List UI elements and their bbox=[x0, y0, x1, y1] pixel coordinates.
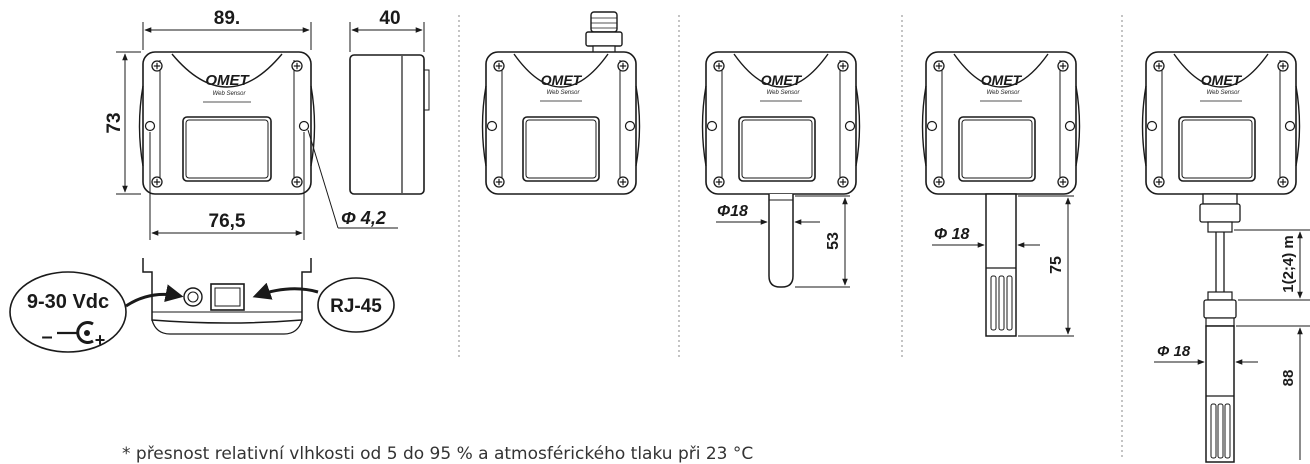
svg-text:OMET: OMET bbox=[761, 72, 803, 88]
svg-text:+: + bbox=[95, 330, 106, 350]
svg-text:Web Sensor: Web Sensor bbox=[1207, 90, 1241, 96]
screw-icon bbox=[1277, 176, 1289, 188]
dim-height: 73 bbox=[104, 112, 125, 133]
dim-cable-diameter: Φ 18 bbox=[1157, 343, 1191, 360]
dim-width-lines bbox=[142, 22, 312, 50]
power-arrow bbox=[125, 284, 184, 308]
mounting-hole-icon bbox=[1064, 120, 1076, 132]
side-view bbox=[349, 22, 430, 195]
footnote: * přesnost relativní vlhkosti od 5 do 95… bbox=[122, 444, 754, 464]
screw-icon bbox=[617, 176, 629, 188]
brand-logo: OMET Web Sensor bbox=[980, 72, 1023, 102]
screw-icon bbox=[151, 60, 163, 72]
svg-text:–: – bbox=[41, 326, 52, 348]
dim-hole-spacing-lines bbox=[149, 132, 305, 240]
screw-icon bbox=[493, 60, 505, 72]
mounting-hole-icon bbox=[144, 120, 156, 132]
screw-icon bbox=[1057, 176, 1069, 188]
dim-hole-leader bbox=[307, 129, 398, 229]
svg-text:9-30 Vdc: 9-30 Vdc bbox=[27, 291, 109, 313]
network-bubble: RJ-45 bbox=[317, 277, 395, 333]
brand-logo: OMET Web Sensor bbox=[203, 72, 251, 103]
bottom-view bbox=[142, 258, 312, 335]
mounting-hole-icon bbox=[1146, 120, 1158, 132]
dim-hole-diameter: Φ 4,2 bbox=[341, 208, 386, 228]
mounting-hole-icon bbox=[706, 120, 718, 132]
mounting-hole-icon bbox=[926, 120, 938, 132]
dim-cable-length: 1(2;4) m bbox=[1280, 235, 1297, 293]
screw-icon bbox=[1153, 176, 1165, 188]
screw-icon bbox=[1057, 60, 1069, 72]
screw-icon bbox=[151, 176, 163, 188]
power-bubble: 9-30 Vdc – + bbox=[9, 271, 127, 353]
screw-icon bbox=[837, 176, 849, 188]
mounting-hole-icon bbox=[298, 120, 310, 132]
dim-height-lines bbox=[116, 51, 141, 195]
screw-icon bbox=[1277, 60, 1289, 72]
screw-icon bbox=[1153, 60, 1165, 72]
variant-cable-gland bbox=[481, 11, 641, 195]
dc-polarity-icon bbox=[76, 321, 94, 344]
dim-probe-long-diameter: Φ 18 bbox=[934, 226, 970, 243]
dim-probe-short-diameter: Φ18 bbox=[717, 203, 748, 220]
dim-cable-probe-length: 88 bbox=[1280, 370, 1297, 387]
dim-width: 89. bbox=[214, 8, 240, 29]
screw-icon bbox=[291, 60, 303, 72]
svg-text:Web Sensor: Web Sensor bbox=[987, 90, 1021, 96]
network-arrow bbox=[252, 282, 319, 300]
brand-logo: OMET Web Sensor bbox=[1200, 72, 1243, 102]
svg-text:RJ-45: RJ-45 bbox=[330, 296, 382, 317]
mounting-hole-icon bbox=[486, 120, 498, 132]
svg-text:OMET: OMET bbox=[981, 72, 1023, 88]
front-view bbox=[138, 51, 316, 195]
screw-icon bbox=[933, 60, 945, 72]
screw-icon bbox=[837, 60, 849, 72]
dim-hole-spacing: 76,5 bbox=[209, 211, 246, 232]
variant-cable-probe bbox=[1141, 51, 1310, 463]
svg-text:OMET: OMET bbox=[1201, 72, 1243, 88]
brand-logo: OMET Web Sensor bbox=[540, 72, 583, 102]
svg-text:Web Sensor: Web Sensor bbox=[213, 91, 247, 97]
mounting-hole-icon bbox=[624, 120, 636, 132]
dividers bbox=[458, 15, 1123, 460]
dim-probe-short-length: 53 bbox=[825, 232, 842, 250]
screw-icon bbox=[291, 176, 303, 188]
screw-icon bbox=[493, 176, 505, 188]
dim-probe-long-length: 75 bbox=[1048, 256, 1065, 274]
dim-depth: 40 bbox=[379, 8, 400, 29]
variant-short-probe bbox=[701, 51, 861, 288]
screw-icon bbox=[617, 60, 629, 72]
svg-text:Web Sensor: Web Sensor bbox=[547, 90, 581, 96]
screw-icon bbox=[713, 60, 725, 72]
svg-text:OMET: OMET bbox=[205, 72, 250, 89]
brand-logo: OMET Web Sensor bbox=[760, 72, 803, 102]
variant-long-probe bbox=[921, 51, 1081, 337]
screw-icon bbox=[933, 176, 945, 188]
svg-text:Web Sensor: Web Sensor bbox=[767, 90, 801, 96]
screw-icon bbox=[713, 176, 725, 188]
svg-text:OMET: OMET bbox=[541, 72, 583, 88]
mounting-hole-icon bbox=[844, 120, 856, 132]
mounting-hole-icon bbox=[1284, 120, 1296, 132]
